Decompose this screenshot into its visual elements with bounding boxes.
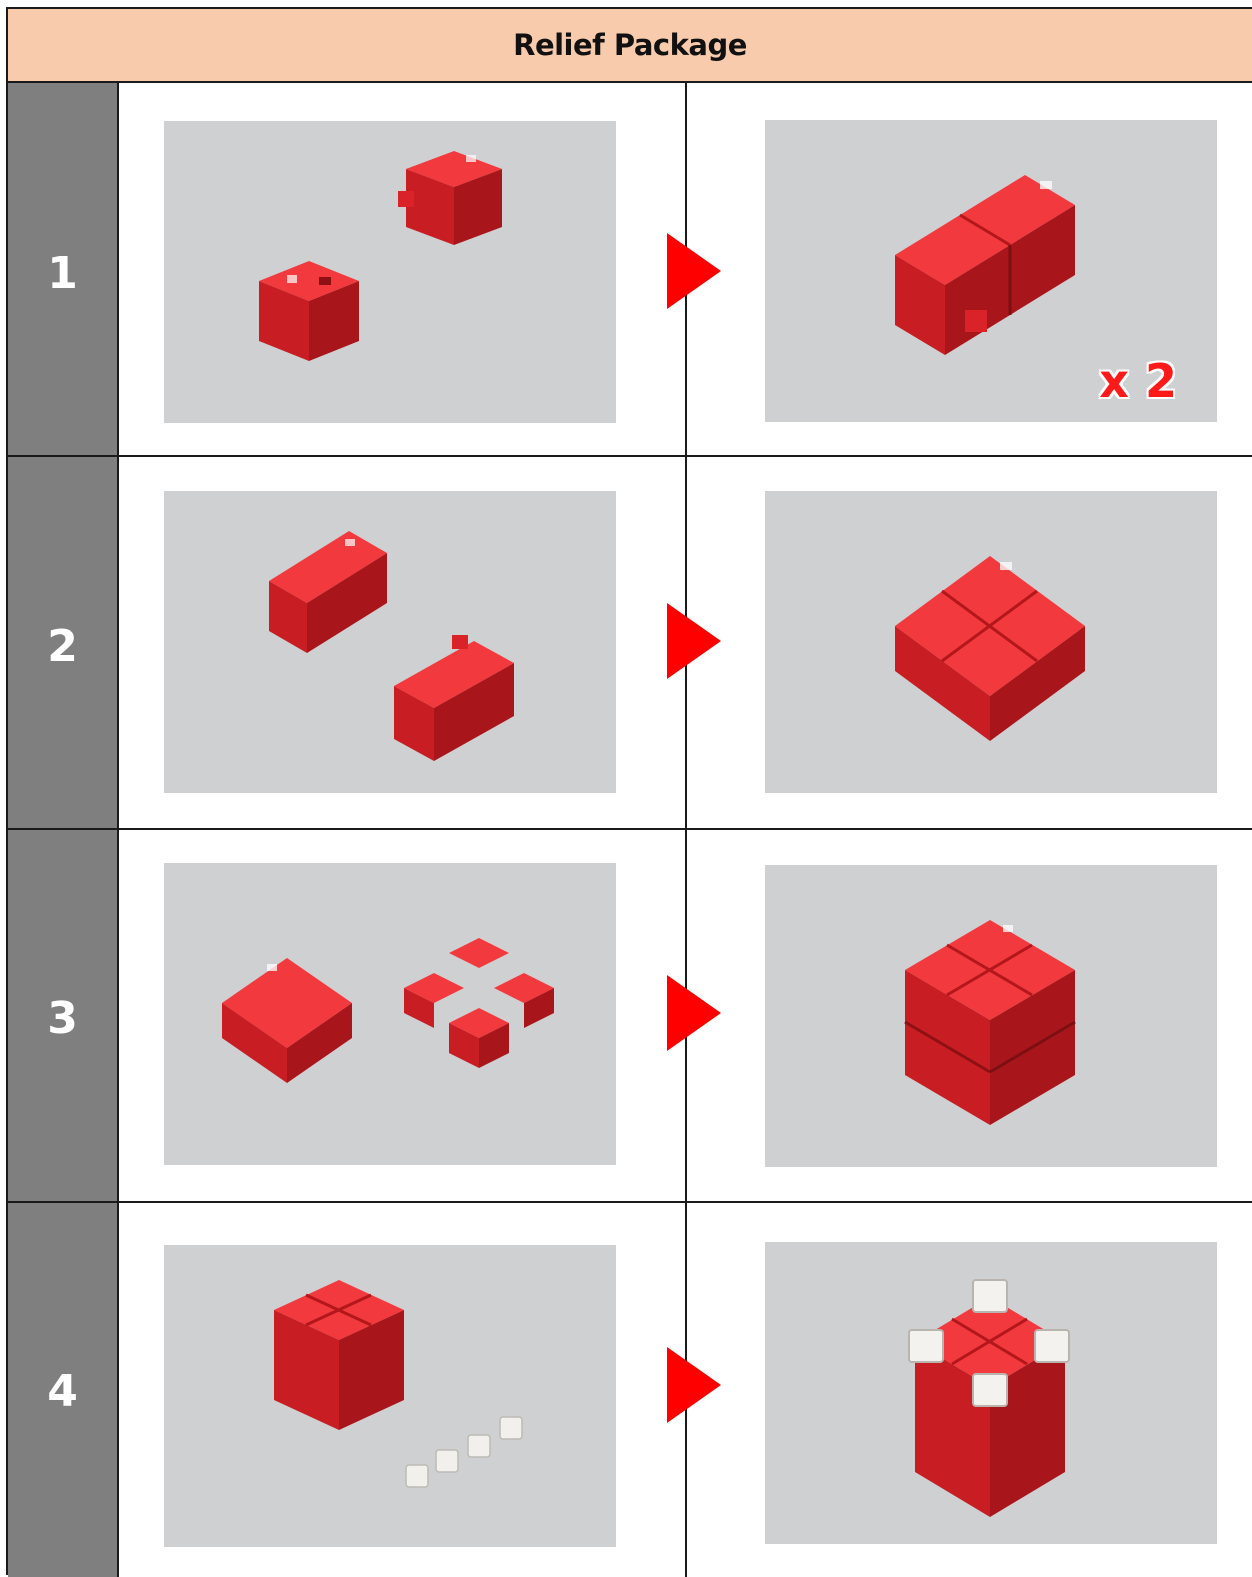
right-triangle-arrow-icon: [667, 975, 721, 1051]
two-red-cubes-photo: [164, 121, 616, 423]
four-cube-layer-photo: [765, 491, 1217, 793]
instruction-sheet: Relief Package 1 2 3 4: [6, 7, 1252, 1575]
step-number-1: 1: [8, 248, 117, 299]
right-triangle-arrow-icon: [667, 1347, 721, 1423]
two-red-blocks-photo: [164, 491, 616, 793]
title-bar: Relief Package: [8, 9, 1252, 83]
step-number-2: 2: [8, 621, 117, 672]
eight-cube-block-photo: [765, 865, 1217, 1167]
right-triangle-arrow-icon: [667, 603, 721, 679]
layer-and-four-cubes-photo: [164, 863, 616, 1165]
row-divider: [8, 828, 1252, 830]
quantity-label: x 2: [1099, 354, 1177, 408]
step-number-4: 4: [8, 1366, 117, 1417]
right-triangle-arrow-icon: [667, 233, 721, 309]
page-title: Relief Package: [513, 28, 747, 62]
step-number-3: 3: [8, 993, 117, 1044]
row-divider: [8, 455, 1252, 457]
row-divider: [8, 1201, 1252, 1203]
cube-with-white-corners-photo: [765, 1242, 1217, 1544]
cube-and-white-pieces-photo: [164, 1245, 616, 1547]
two-cube-block-photo: x 2: [765, 120, 1217, 422]
step-number-column: 1 2 3 4: [8, 83, 119, 1577]
